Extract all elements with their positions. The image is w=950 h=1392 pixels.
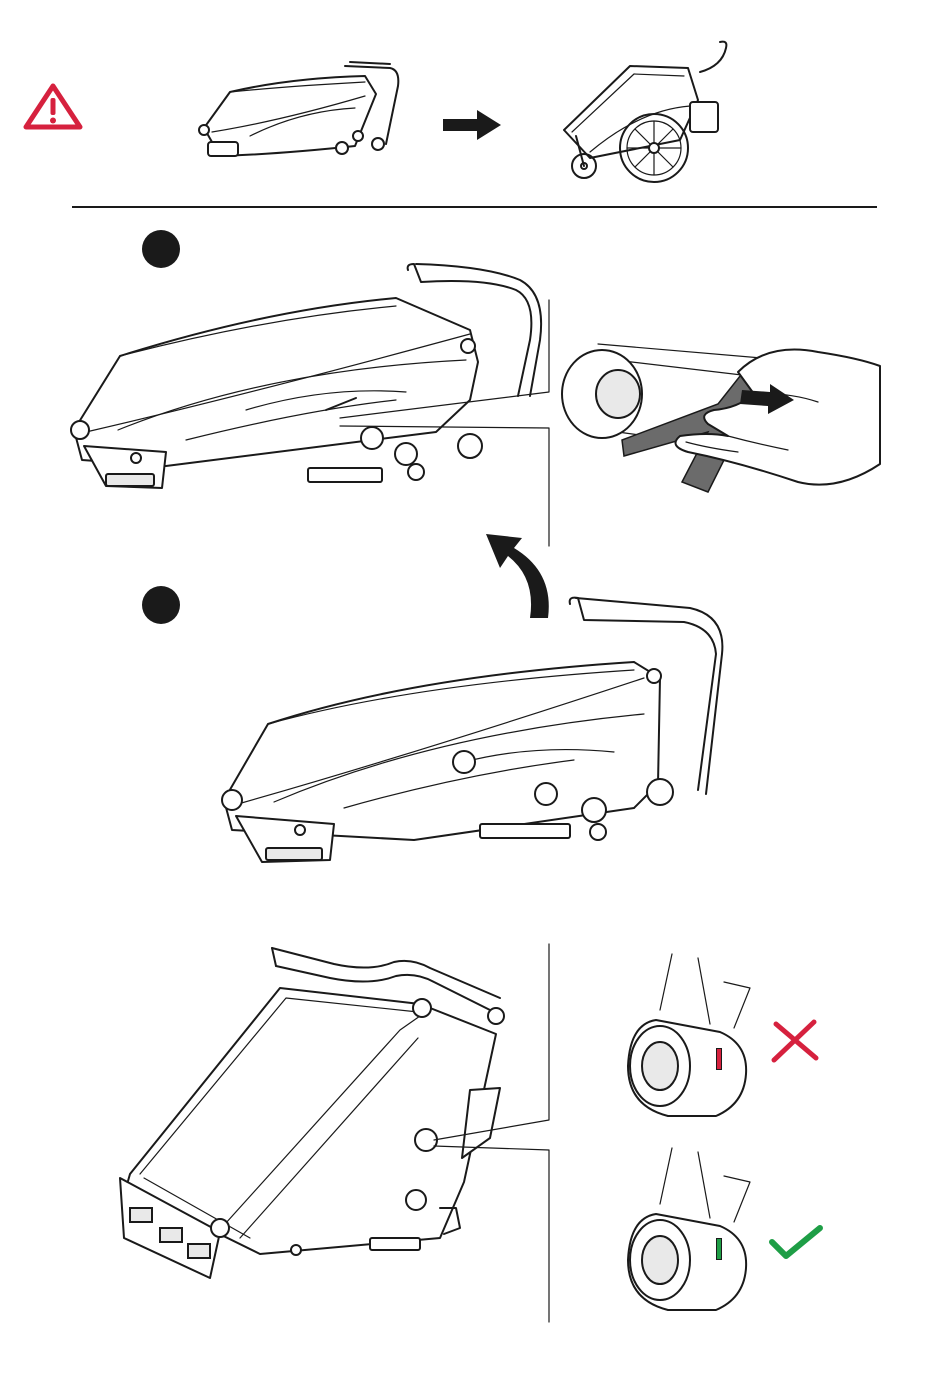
- lever-release-detail: [558, 332, 880, 502]
- step-2-dot: [142, 586, 180, 624]
- section-divider: [72, 206, 877, 208]
- indicator-green: [716, 1238, 722, 1260]
- folded-trailer-illustration: [190, 56, 410, 166]
- callout-lines-step-1: [300, 300, 560, 550]
- callout-lines-bottom: [420, 944, 560, 1324]
- indicator-red: [716, 1048, 722, 1070]
- indicator-detail-incorrect: [620, 954, 760, 1124]
- cross-icon: [770, 1020, 820, 1062]
- check-icon: [768, 1224, 824, 1260]
- folded-trailer-step-2-illustration: [214, 594, 726, 874]
- indicator-detail-correct: [620, 1148, 760, 1318]
- warning-triangle-icon: [22, 82, 84, 130]
- unfolded-stroller-illustration: [550, 40, 740, 190]
- right-arrow-icon: [443, 110, 503, 140]
